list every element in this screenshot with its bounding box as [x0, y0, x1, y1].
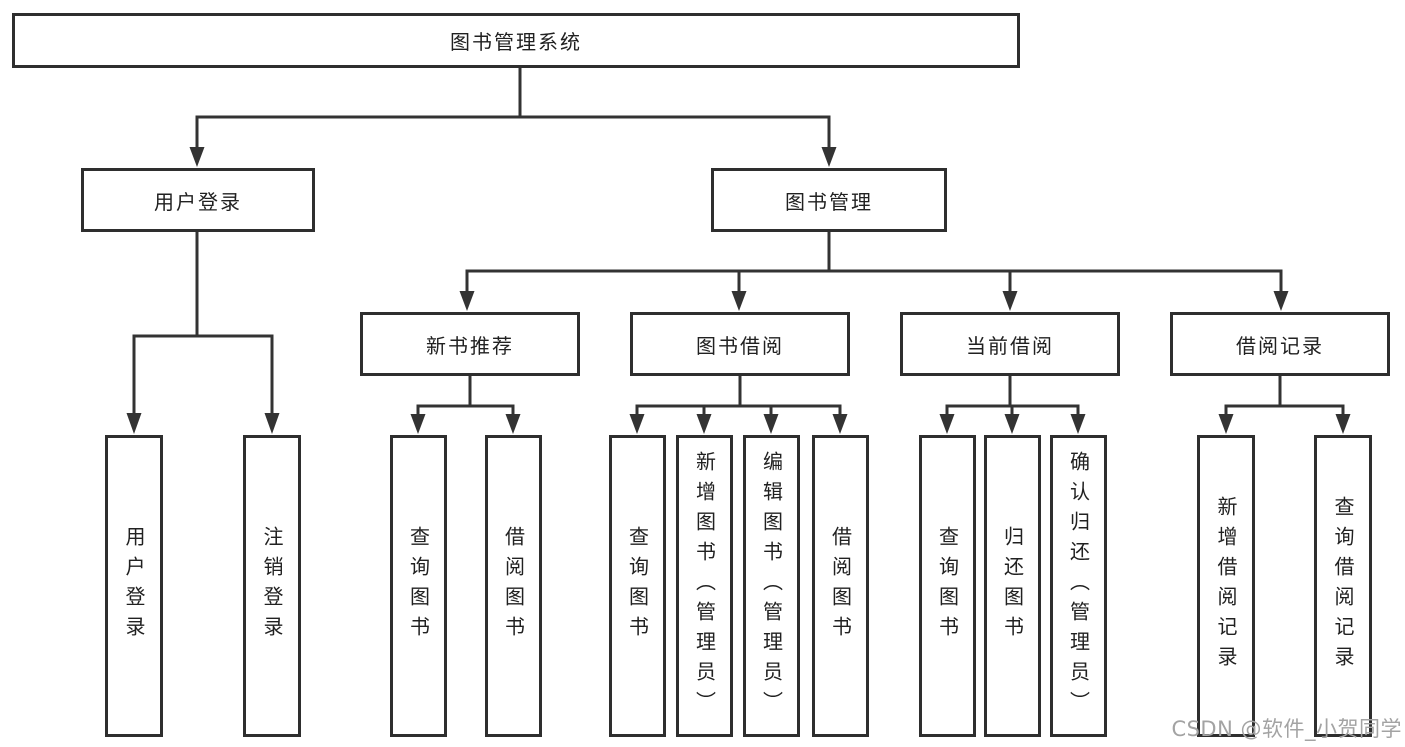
leaf-borrow-books-borrowing: 借阅图书 [812, 435, 869, 737]
leaf-add-borrow-record: 新增借阅记录 [1197, 435, 1255, 737]
leaf-logout-login: 注销登录 [243, 435, 301, 737]
node-borrowing-records: 借阅记录 [1170, 312, 1390, 376]
csdn-watermark: CSDN @软件_小贺同学 [1171, 717, 1402, 741]
node-current-borrowing: 当前借阅 [900, 312, 1120, 376]
node-book-borrowing: 图书借阅 [630, 312, 850, 376]
leaf-query-borrow-record: 查询借阅记录 [1314, 435, 1372, 737]
leaf-borrow-books-recommend: 借阅图书 [485, 435, 542, 737]
leaf-edit-books-admin: 编辑图书（管理员） [743, 435, 800, 737]
node-library-management-system: 图书管理系统 [12, 13, 1020, 68]
leaf-query-books-current: 查询图书 [919, 435, 976, 737]
leaf-add-books-admin: 新增图书（管理员） [676, 435, 733, 737]
leaf-confirm-return-admin: 确认归还（管理员） [1050, 435, 1107, 737]
leaf-query-books-recommend: 查询图书 [390, 435, 447, 737]
leaf-user-login: 用户登录 [105, 435, 163, 737]
node-book-management: 图书管理 [711, 168, 947, 232]
leaf-query-books-borrowing: 查询图书 [609, 435, 666, 737]
leaf-return-books: 归还图书 [984, 435, 1041, 737]
node-user-login: 用户登录 [81, 168, 315, 232]
node-new-book-recommendation: 新书推荐 [360, 312, 580, 376]
